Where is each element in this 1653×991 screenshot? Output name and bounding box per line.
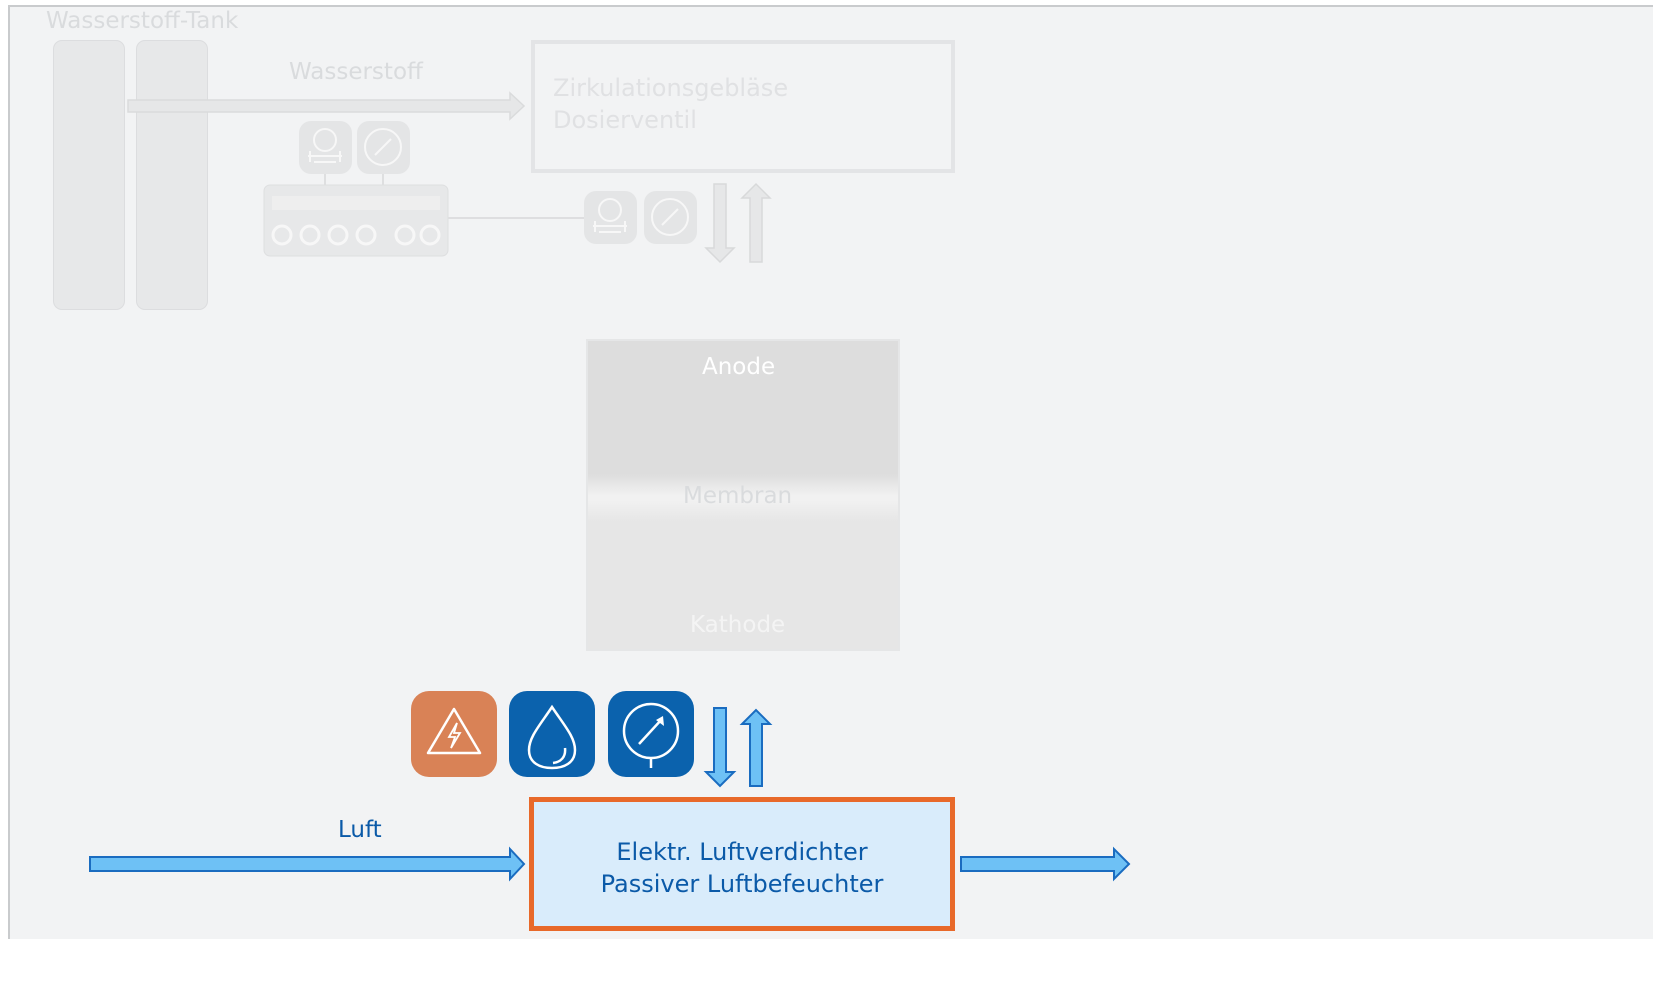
anode-box-line-1: Zirkulationsgebläse <box>553 74 789 102</box>
air-outlet-arrow <box>960 846 1131 882</box>
anode-box-line-2: Dosierventil <box>553 106 697 134</box>
anode-label: Anode <box>702 354 776 380</box>
pressure-gauge-icon <box>644 191 697 244</box>
anode-peripherals-box: Zirkulationsgebläse Dosierventil <box>531 40 955 173</box>
pressure-regulator-icon <box>584 191 637 244</box>
cathode-down-arrow <box>703 707 737 788</box>
hydrogen-flow-arrow <box>127 91 526 121</box>
anode-layer <box>588 341 898 474</box>
cathode-peripherals-box[interactable]: Elektr. Luftverdichter Passiver Luftbefe… <box>529 797 955 931</box>
air-label: Luft <box>338 817 382 843</box>
tank-label: Wasserstoff-Tank <box>46 8 239 34</box>
hydrogen-label: Wasserstoff <box>289 59 423 85</box>
air-inlet-arrow <box>89 846 526 882</box>
pressure-gauge-icon <box>357 121 410 174</box>
cathode-label: Kathode <box>690 612 786 638</box>
membrane-layer <box>588 474 898 522</box>
cathode-up-arrow <box>739 708 773 787</box>
pressure-regulator-icon <box>299 121 352 174</box>
cathode-layer <box>588 522 898 649</box>
hydrogen-tank-left <box>53 40 125 310</box>
membrane-label: Membran <box>683 483 793 509</box>
cathode-box-line-1: Elektr. Luftverdichter <box>616 838 868 866</box>
connector-block-icon <box>263 184 449 257</box>
hydrogen-tank-right <box>136 40 208 310</box>
anode-down-arrow <box>704 183 736 264</box>
high-voltage-icon <box>411 691 497 777</box>
water-drop-icon <box>509 691 595 777</box>
pressure-gauge-icon <box>608 691 694 777</box>
fuel-cell-stack <box>586 339 900 651</box>
cathode-box-line-2: Passiver Luftbefeuchter <box>600 870 884 898</box>
anode-up-arrow <box>740 182 772 263</box>
